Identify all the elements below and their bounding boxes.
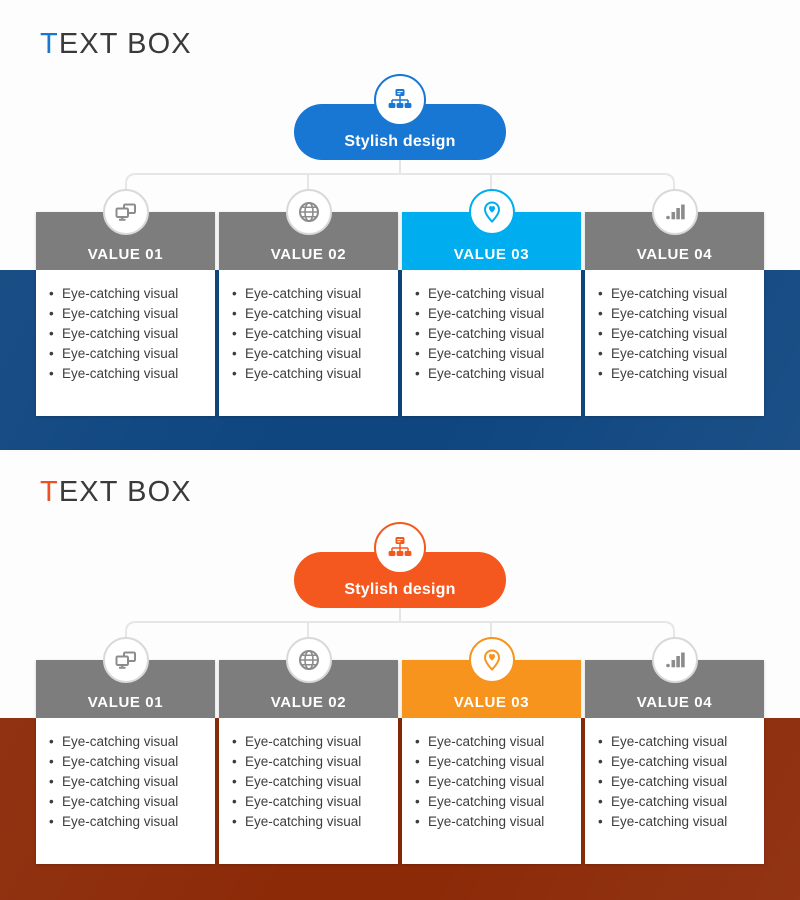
value-card-03[interactable]: VALUE 03 Eye-catching visual Eye-catchin… xyxy=(402,189,581,416)
list-item: Eye-catching visual xyxy=(229,324,390,344)
card-body: Eye-catching visual Eye-catching visual … xyxy=(585,270,764,416)
value-card-04[interactable]: VALUE 04 Eye-catching visual Eye-catchin… xyxy=(585,189,764,416)
list-item: Eye-catching visual xyxy=(46,284,207,304)
devices-icon xyxy=(102,637,149,683)
card-body: Eye-catching visual Eye-catching visual … xyxy=(219,718,398,864)
section-blue: TEXT BOX Stylish design xyxy=(0,0,800,452)
list-item: Eye-catching visual xyxy=(595,812,756,832)
list-item: Eye-catching visual xyxy=(595,324,756,344)
card-body: Eye-catching visual Eye-catching visual … xyxy=(36,718,215,864)
list-item: Eye-catching visual xyxy=(229,732,390,752)
title-accent-letter: T xyxy=(40,28,59,60)
list-item: Eye-catching visual xyxy=(412,284,573,304)
bar-chart-icon xyxy=(651,189,698,235)
bullet-list: Eye-catching visual Eye-catching visual … xyxy=(595,284,756,384)
globe-icon xyxy=(285,637,332,683)
list-item: Eye-catching visual xyxy=(412,732,573,752)
page-title-bottom: TEXT BOX xyxy=(40,476,192,509)
globe-icon xyxy=(285,189,332,235)
location-pin-icon xyxy=(468,637,515,683)
bullet-list: Eye-catching visual Eye-catching visual … xyxy=(595,732,756,832)
title-rest: EXT BOX xyxy=(58,476,192,508)
value-cards-bottom: VALUE 01 Eye-catching visual Eye-catchin… xyxy=(36,637,764,864)
list-item: Eye-catching visual xyxy=(46,792,207,812)
card-body: Eye-catching visual Eye-catching visual … xyxy=(402,270,581,416)
list-item: Eye-catching visual xyxy=(595,304,756,324)
stylish-design-pill-bottom[interactable]: Stylish design xyxy=(294,522,506,608)
list-item: Eye-catching visual xyxy=(412,752,573,772)
card-body: Eye-catching visual Eye-catching visual … xyxy=(36,270,215,416)
value-card-04[interactable]: VALUE 04 Eye-catching visual Eye-catchin… xyxy=(585,637,764,864)
list-item: Eye-catching visual xyxy=(229,304,390,324)
devices-icon xyxy=(102,189,149,235)
list-item: Eye-catching visual xyxy=(229,792,390,812)
list-item: Eye-catching visual xyxy=(229,752,390,772)
bullet-list: Eye-catching visual Eye-catching visual … xyxy=(46,284,207,384)
pill-label: Stylish design xyxy=(344,133,456,150)
value-card-01[interactable]: VALUE 01 Eye-catching visual Eye-catchin… xyxy=(36,189,215,416)
list-item: Eye-catching visual xyxy=(595,772,756,792)
list-item: Eye-catching visual xyxy=(412,364,573,384)
hierarchy-icon xyxy=(374,522,426,574)
list-item: Eye-catching visual xyxy=(412,324,573,344)
bullet-list: Eye-catching visual Eye-catching visual … xyxy=(46,732,207,832)
list-item: Eye-catching visual xyxy=(412,812,573,832)
card-body: Eye-catching visual Eye-catching visual … xyxy=(585,718,764,864)
list-item: Eye-catching visual xyxy=(595,732,756,752)
list-item: Eye-catching visual xyxy=(229,284,390,304)
value-card-02[interactable]: VALUE 02 Eye-catching visual Eye-catchin… xyxy=(219,189,398,416)
list-item: Eye-catching visual xyxy=(595,344,756,364)
card-body: Eye-catching visual Eye-catching visual … xyxy=(402,718,581,864)
bullet-list: Eye-catching visual Eye-catching visual … xyxy=(412,732,573,832)
pill-label: Stylish design xyxy=(344,581,456,598)
stylish-design-pill-top[interactable]: Stylish design xyxy=(294,74,506,160)
bullet-list: Eye-catching visual Eye-catching visual … xyxy=(229,732,390,832)
card-header-label: VALUE 02 xyxy=(219,212,398,270)
list-item: Eye-catching visual xyxy=(229,364,390,384)
list-item: Eye-catching visual xyxy=(595,752,756,772)
hierarchy-icon xyxy=(374,74,426,126)
title-accent-letter: T xyxy=(40,476,59,508)
value-cards-top: VALUE 01 Eye-catching visual Eye-catchin… xyxy=(36,189,764,416)
list-item: Eye-catching visual xyxy=(46,304,207,324)
bullet-list: Eye-catching visual Eye-catching visual … xyxy=(229,284,390,384)
location-pin-icon xyxy=(468,189,515,235)
list-item: Eye-catching visual xyxy=(412,304,573,324)
list-item: Eye-catching visual xyxy=(46,772,207,792)
list-item: Eye-catching visual xyxy=(595,364,756,384)
list-item: Eye-catching visual xyxy=(46,752,207,772)
bar-chart-icon xyxy=(651,637,698,683)
list-item: Eye-catching visual xyxy=(229,772,390,792)
page-title-top: TEXT BOX xyxy=(40,28,192,61)
list-item: Eye-catching visual xyxy=(46,812,207,832)
list-item: Eye-catching visual xyxy=(595,284,756,304)
value-card-02[interactable]: VALUE 02 Eye-catching visual Eye-catchin… xyxy=(219,637,398,864)
list-item: Eye-catching visual xyxy=(46,344,207,364)
list-item: Eye-catching visual xyxy=(595,792,756,812)
list-item: Eye-catching visual xyxy=(229,812,390,832)
list-item: Eye-catching visual xyxy=(46,732,207,752)
list-item: Eye-catching visual xyxy=(46,364,207,384)
bullet-list: Eye-catching visual Eye-catching visual … xyxy=(412,284,573,384)
list-item: Eye-catching visual xyxy=(412,344,573,364)
list-item: Eye-catching visual xyxy=(412,772,573,792)
value-card-01[interactable]: VALUE 01 Eye-catching visual Eye-catchin… xyxy=(36,637,215,864)
list-item: Eye-catching visual xyxy=(229,344,390,364)
title-rest: EXT BOX xyxy=(58,28,192,60)
value-card-03[interactable]: VALUE 03 Eye-catching visual Eye-catchin… xyxy=(402,637,581,864)
card-body: Eye-catching visual Eye-catching visual … xyxy=(219,270,398,416)
list-item: Eye-catching visual xyxy=(46,324,207,344)
list-item: Eye-catching visual xyxy=(412,792,573,812)
